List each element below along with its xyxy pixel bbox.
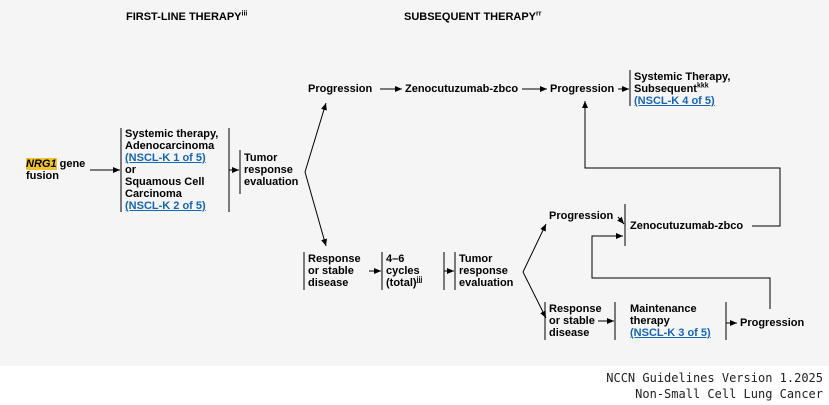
arrow-to-progression-top (304, 102, 327, 173)
arrow-to-response-2 (522, 271, 547, 319)
link-nscl-k-2[interactable]: (NSCL-K 2 of 5) (125, 200, 206, 212)
link-nscl-k-4[interactable]: (NSCL-K 4 of 5) (634, 95, 715, 107)
node-progression-mid: Progression (549, 210, 614, 222)
node-response-stable-1: Response or stable disease (308, 253, 361, 289)
header-subsequent: SUBSEQUENT THERAPYrr (404, 10, 542, 23)
node-nrg1-fusion: NRG1 gene fusion (26, 158, 86, 182)
node-cycles: 4–6 cycles (total)jjj (386, 253, 423, 289)
footer-version: NCCN Guidelines Version 1.2025 (606, 371, 823, 385)
arrow-to-response-1 (304, 171, 327, 247)
footer-title: Non-Small Cell Lung Cancer (635, 387, 823, 401)
arrow-to-progression-mid (522, 223, 547, 273)
node-systemic-subsequent: Systemic Therapy, Subsequentkkk (NSCL-K … (634, 71, 731, 107)
node-tumor-evaluation-2: Tumor response evaluation (459, 253, 514, 289)
node-zenocutuzumab-top: Zenocutuzumab-zbco (405, 83, 519, 95)
loop-zeno-to-progression (582, 101, 781, 227)
node-maintenance-therapy: Maintenance therapy (NSCL-K 3 of 5) (630, 303, 711, 339)
node-progression-top-right: Progression (550, 83, 615, 95)
link-nscl-k-1[interactable]: (NSCL-K 1 of 5) (125, 152, 206, 164)
node-tumor-evaluation-1: Tumor response evaluation (244, 152, 299, 188)
node-progression-top: Progression (308, 83, 373, 95)
diagram-panel (0, 0, 829, 366)
loop-progression-to-zeno (591, 233, 771, 309)
node-response-stable-2: Response or stable disease (549, 303, 602, 339)
node-zenocutuzumab-mid: Zenocutuzumab-zbco (630, 220, 744, 232)
arrow-progression-to-zeno-mid (617, 216, 625, 225)
header-first-line: FIRST-LINE THERAPYiii (126, 10, 248, 23)
node-systemic-therapy: Systemic therapy, Adenocarcinoma (NSCL-K… (125, 128, 219, 212)
node-progression-bottom: Progression (740, 317, 805, 329)
flow-connectors (90, 70, 781, 340)
footer: NCCN Guidelines Version 1.2025 Non-Small… (606, 370, 823, 402)
link-nscl-k-3[interactable]: (NSCL-K 3 of 5) (630, 327, 711, 339)
